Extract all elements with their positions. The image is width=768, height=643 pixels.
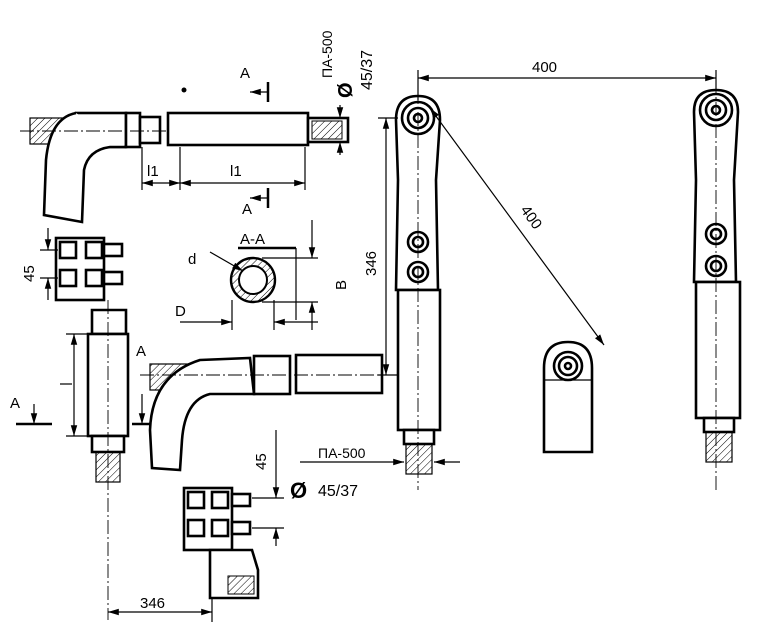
section-label-a-left: А — [10, 395, 20, 412]
dim-l1-right: l1 — [230, 163, 242, 180]
sec-d-label: d — [188, 251, 196, 268]
dim-400-diagonal: 400 — [517, 202, 545, 232]
dim-l1-left: l1 — [147, 163, 159, 180]
diameter-top: 45/37 — [359, 50, 376, 90]
dim-45-upper: 45 — [21, 265, 38, 282]
terminal-center-lower — [396, 288, 442, 432]
section-title: А-А — [240, 231, 265, 248]
wire-type-bottom: ПА-500 — [318, 445, 366, 461]
bolt-group-lower — [186, 490, 252, 538]
diameter-symbol-top: Ø — [335, 82, 357, 98]
bent-connector-upper — [20, 111, 350, 302]
dot-mark — [181, 87, 187, 93]
wire-insert — [311, 120, 343, 140]
bolt-group — [58, 240, 124, 288]
dimension-400: 400 400 — [417, 59, 717, 346]
elbow-lower — [148, 356, 256, 472]
section-label-a-top: А — [240, 65, 250, 82]
terminal-top-plate — [90, 308, 128, 336]
tube-body — [166, 111, 310, 147]
tube-lower — [294, 353, 384, 395]
bent-connector-lower: 45 346 Ø 45/37 — [108, 353, 392, 622]
straight-tube-upper — [166, 87, 350, 147]
dimension-l1: l1 l1 — [141, 147, 306, 190]
dimension-45-upper: 45 — [21, 228, 58, 300]
section-label-a-top2: А — [242, 201, 252, 218]
diameter-bottom: 45/37 — [318, 483, 358, 500]
dim-45-lower: 45 — [253, 453, 270, 470]
pipe-end — [138, 115, 162, 145]
elbow — [42, 111, 126, 224]
wire-label-top: ПА-500 Ø 45/37 — [319, 30, 376, 155]
diameter-symbol-bottom: Ø — [290, 478, 307, 503]
sec-B-label: B — [333, 280, 350, 290]
section-label-a-right: А — [136, 343, 146, 360]
terminal-center: 346 ПА-500 — [300, 90, 460, 490]
section-a-a: А-А d D B — [175, 220, 350, 330]
terminal-small — [542, 340, 594, 454]
sleeve-ring — [124, 111, 142, 149]
sec-D-label: D — [175, 303, 186, 320]
dim-346-vertical: 346 — [363, 251, 380, 276]
vertical-terminal-left: А А — [10, 300, 160, 620]
section-inner — [238, 265, 268, 295]
wire-type-top: ПА-500 — [319, 30, 335, 78]
dim-400-horizontal: 400 — [532, 59, 557, 76]
section-marker-top: А А — [240, 65, 270, 218]
dim-346-horizontal: 346 — [140, 595, 165, 612]
terminal-right — [692, 80, 742, 492]
